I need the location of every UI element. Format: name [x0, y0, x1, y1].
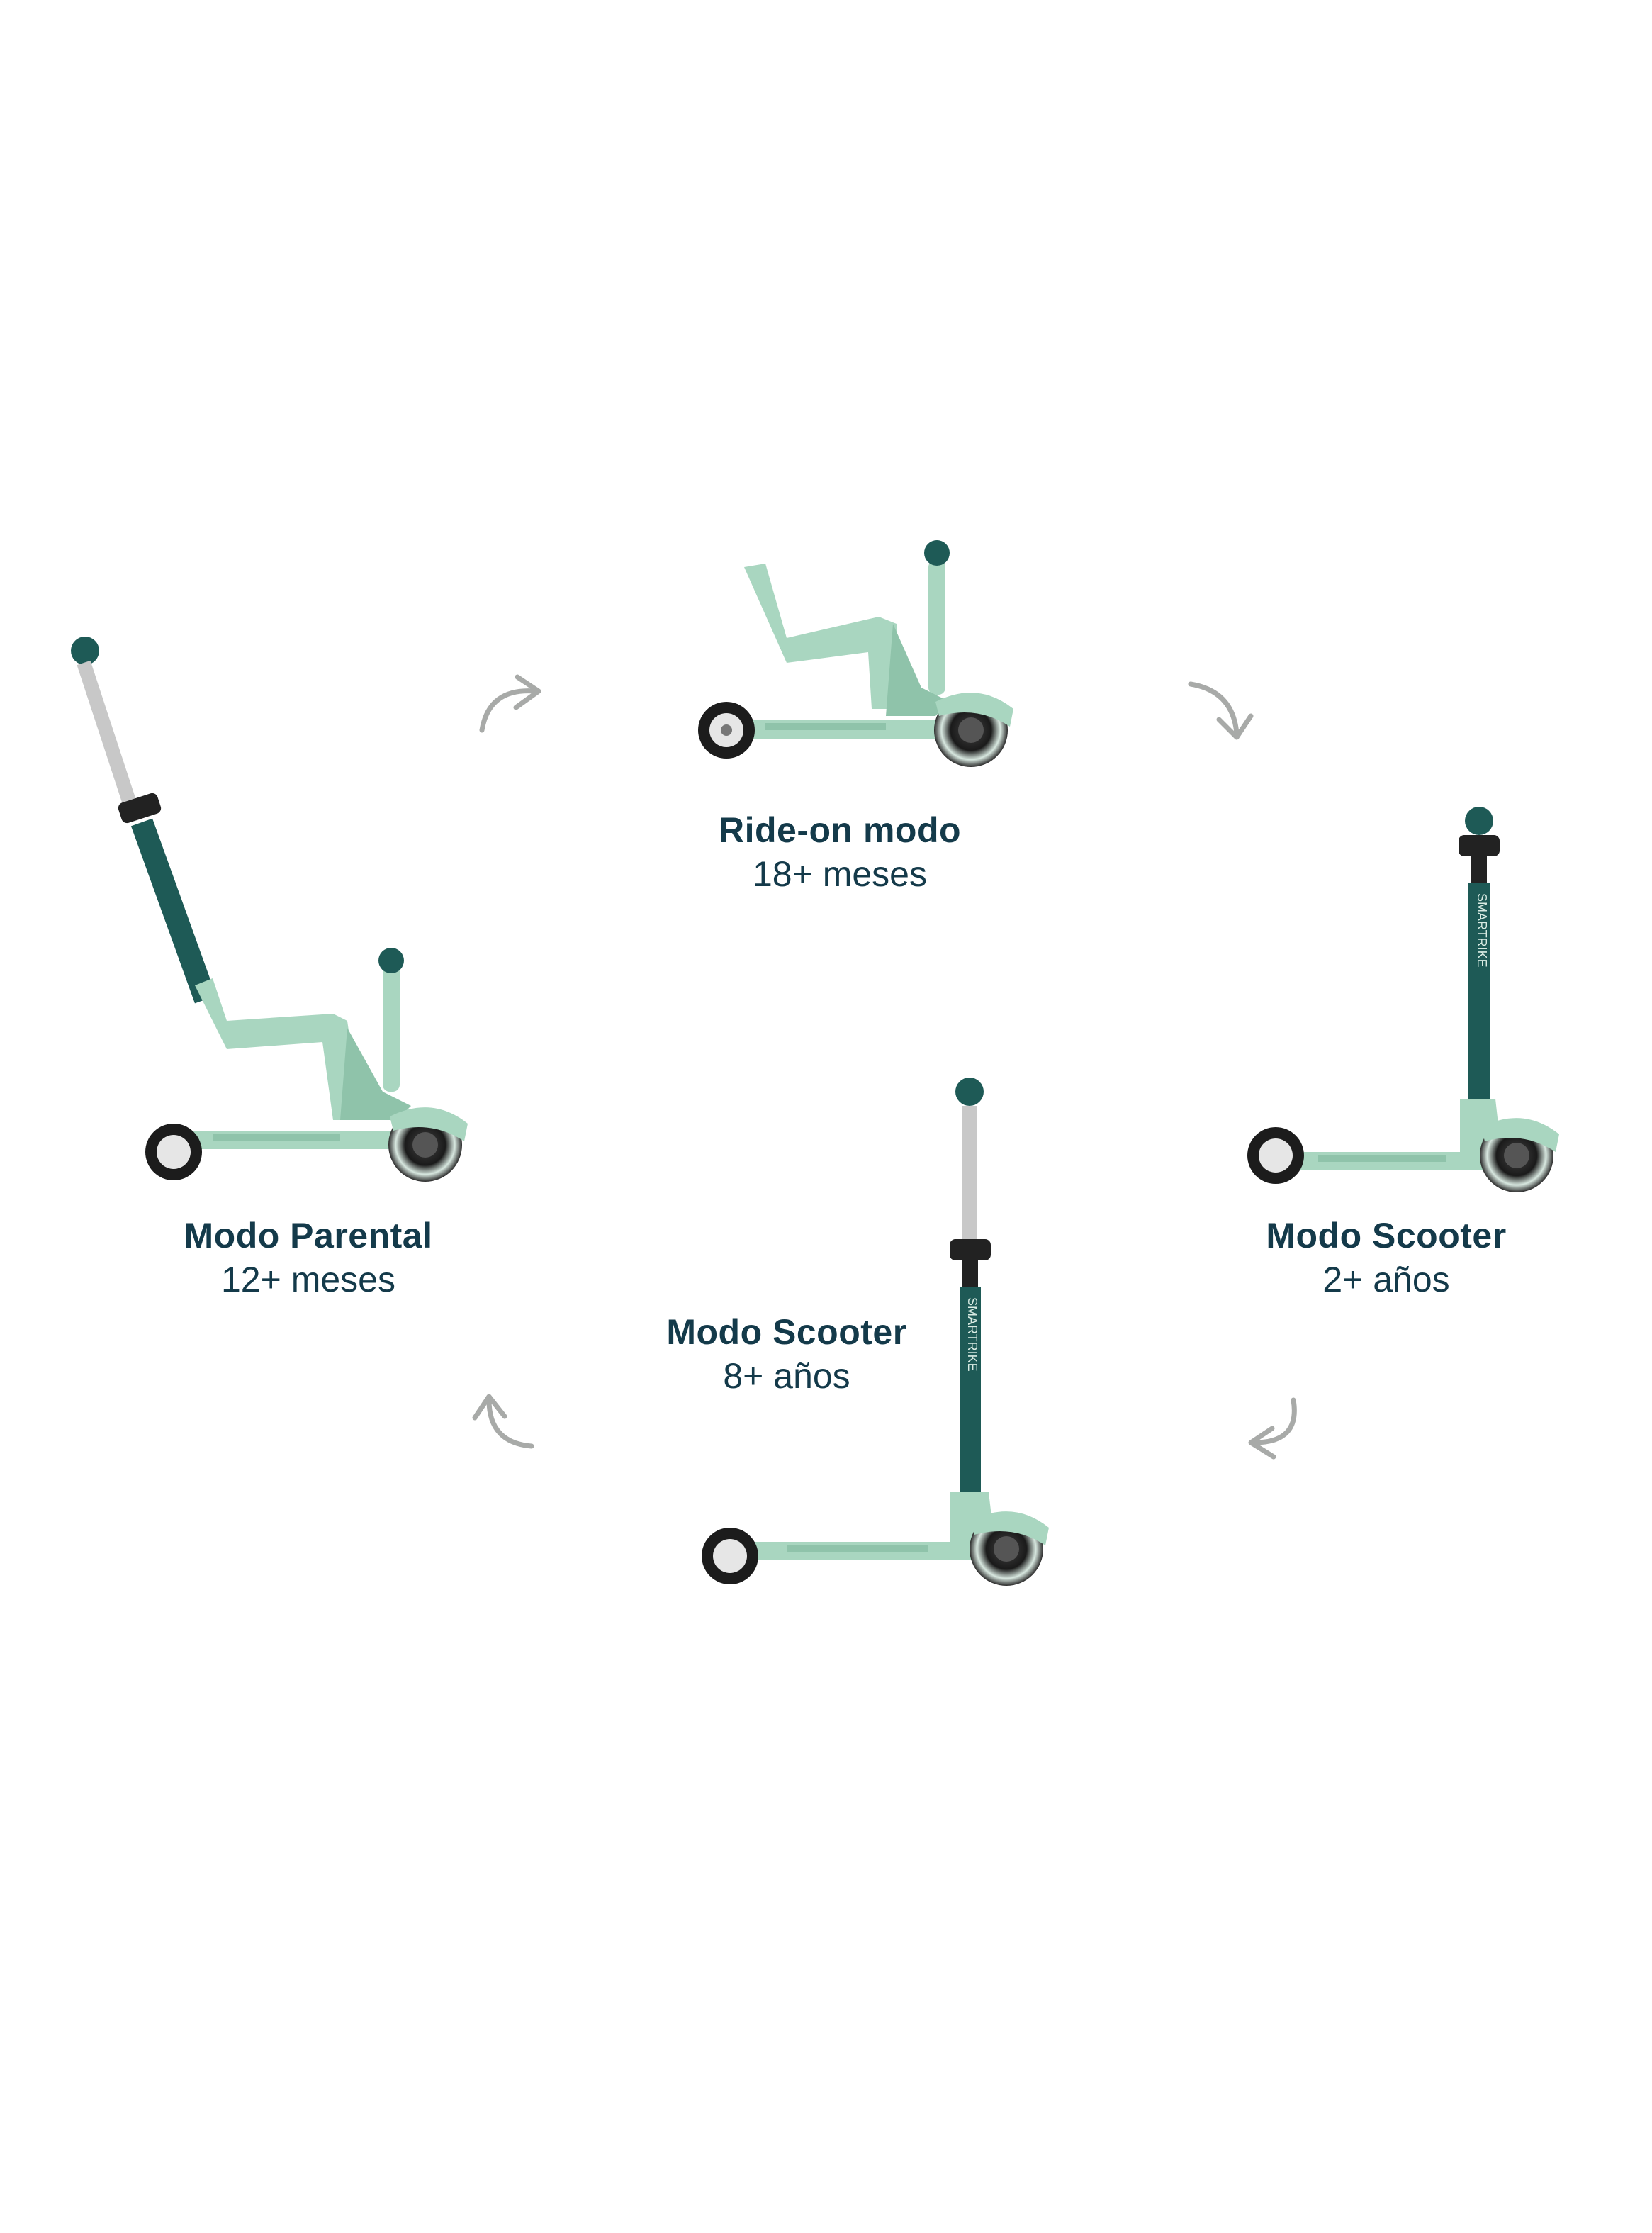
- brand-label: SMARTRIKE: [1475, 893, 1489, 968]
- curved-arrow-icon: [1248, 1397, 1297, 1460]
- mode-title: Modo Scooter: [666, 1312, 907, 1352]
- mode-age: 12+ meses: [221, 1260, 395, 1299]
- mode-age: 18+ meses: [753, 854, 927, 894]
- scooter-8-image: SMARTRIKE: [702, 1078, 1049, 1586]
- parental-scooter-image: [71, 637, 468, 1182]
- scooter-2-image: SMARTRIKE: [1247, 807, 1559, 1192]
- curved-arrow-icon: [472, 1394, 534, 1449]
- mode-title: Modo Parental: [184, 1216, 433, 1255]
- caption-scooter-8: Modo Scooter 8+ años: [602, 1310, 971, 1398]
- mode-title: Modo Scooter: [1266, 1216, 1507, 1255]
- caption-parental: Modo Parental 12+ meses: [124, 1214, 493, 1302]
- caption-scooter-2: Modo Scooter 2+ años: [1202, 1214, 1570, 1302]
- mode-title: Ride-on modo: [718, 810, 962, 850]
- ride-on-scooter-image: [698, 540, 1013, 767]
- caption-ride-on: Ride-on modo 18+ meses: [656, 808, 1024, 896]
- curved-arrow-icon: [1188, 681, 1254, 740]
- mode-age: 8+ años: [723, 1356, 850, 1396]
- curved-arrow-icon: [479, 674, 541, 733]
- mode-age: 2+ años: [1322, 1260, 1450, 1299]
- brand-label: SMARTRIKE: [965, 1297, 979, 1372]
